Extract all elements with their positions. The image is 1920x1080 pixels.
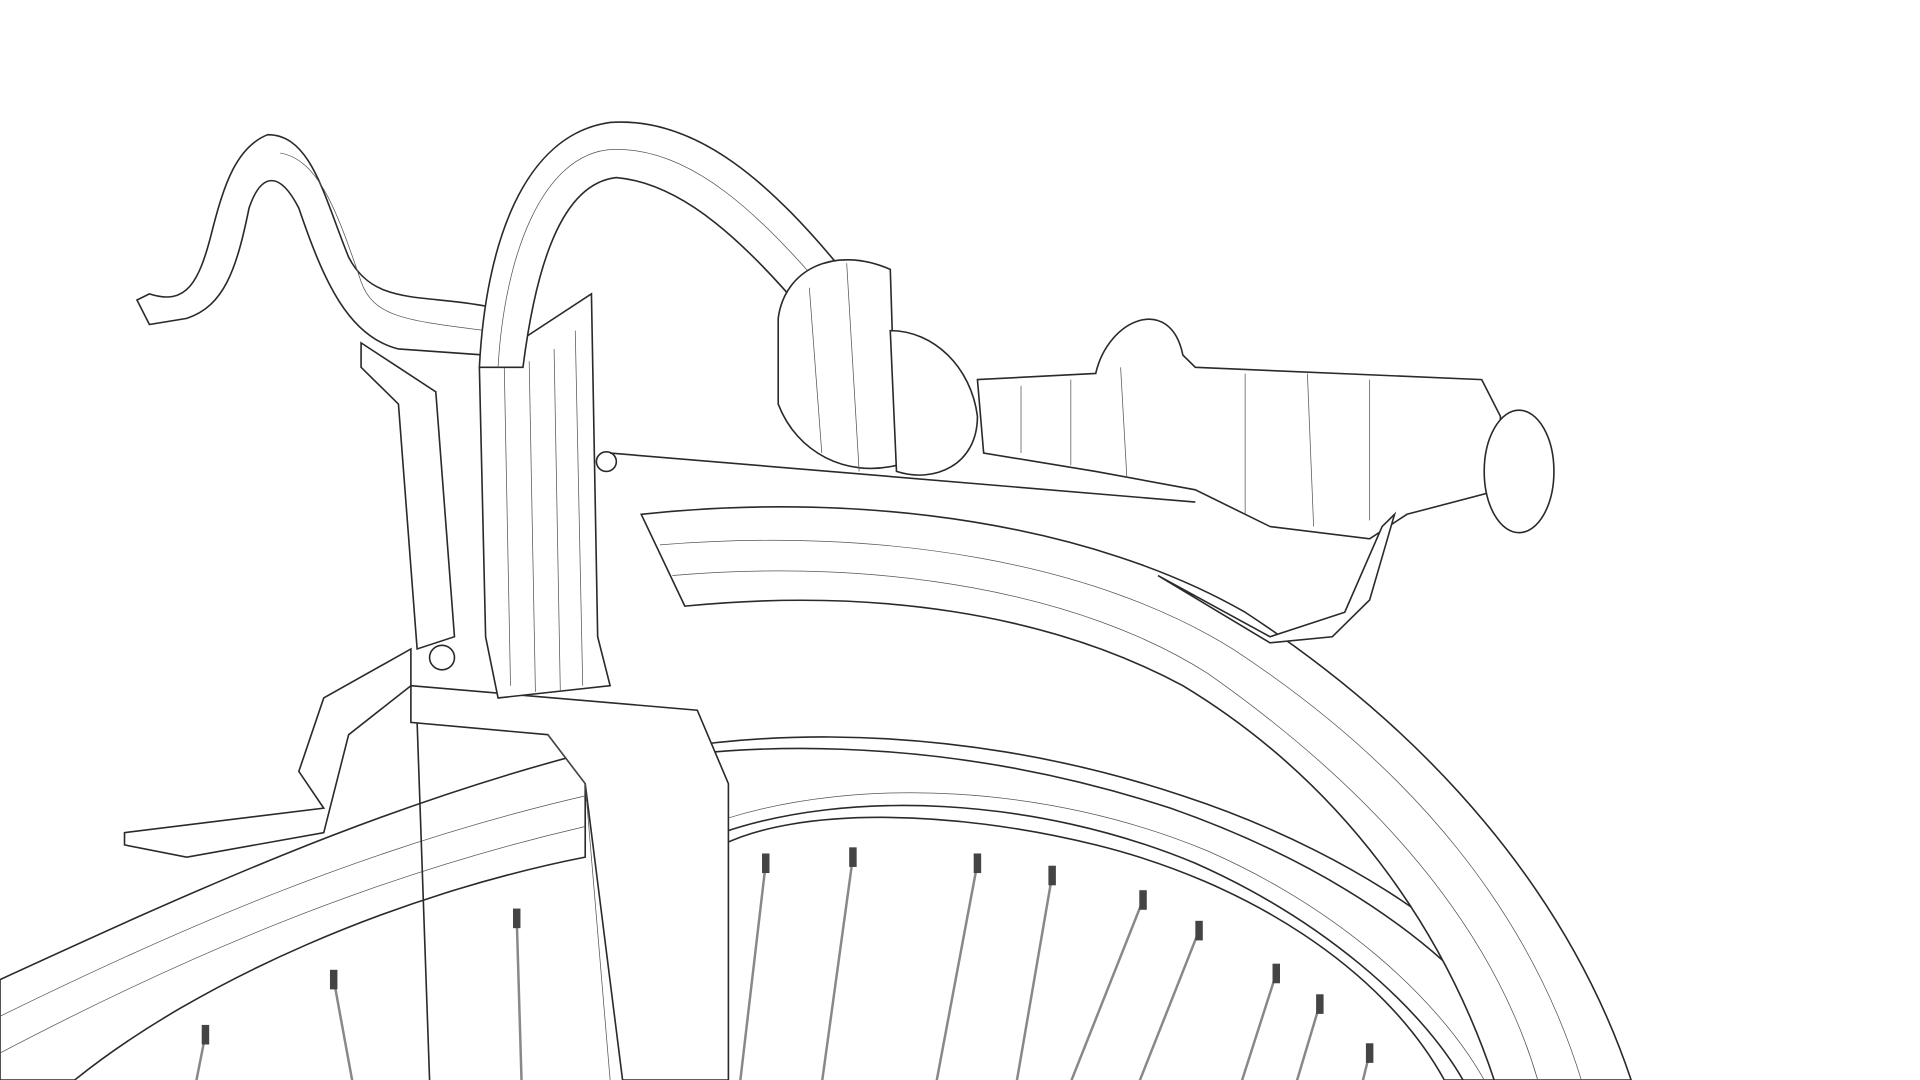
pivot-bolt-icon — [428, 644, 456, 671]
spoke — [195, 1034, 207, 1080]
spoke — [1295, 1003, 1322, 1080]
spoke — [1240, 973, 1278, 1080]
spoke — [515, 918, 523, 1080]
spoke — [1070, 899, 1145, 1080]
head-tube — [428, 292, 618, 699]
spoke — [1361, 1052, 1371, 1080]
spoke-nipple — [201, 1024, 210, 1045]
spoke-nipple — [1195, 920, 1203, 941]
spoke-nipple — [849, 847, 857, 867]
brake-lever-arm — [360, 341, 456, 651]
handlebar-left — [135, 133, 487, 356]
spoke — [332, 979, 354, 1080]
lamp-lens — [1483, 409, 1555, 534]
spoke-nipple — [762, 853, 770, 874]
backbone-tube — [0, 752, 587, 1080]
horn — [777, 259, 979, 476]
spokes — [195, 847, 1374, 1080]
spoke — [1015, 875, 1054, 1080]
fork — [410, 684, 730, 1080]
spoke-nipple — [1316, 994, 1324, 1014]
fender-tube — [640, 506, 1632, 1080]
spoke-nipple — [329, 969, 338, 990]
spoke-nipple — [1048, 865, 1056, 886]
spoke-nipple — [1272, 963, 1280, 984]
spoke — [739, 863, 767, 1080]
spoke — [935, 863, 979, 1080]
spoke — [1138, 930, 1201, 1080]
spoke — [821, 856, 855, 1080]
spoke-nipple — [973, 853, 982, 874]
spoke-nipple — [1365, 1043, 1374, 1063]
pivot-bolt-icon — [595, 451, 618, 473]
spoke-nipple — [512, 908, 521, 929]
lamp — [610, 318, 1555, 644]
spoke-nipple — [1139, 890, 1147, 910]
